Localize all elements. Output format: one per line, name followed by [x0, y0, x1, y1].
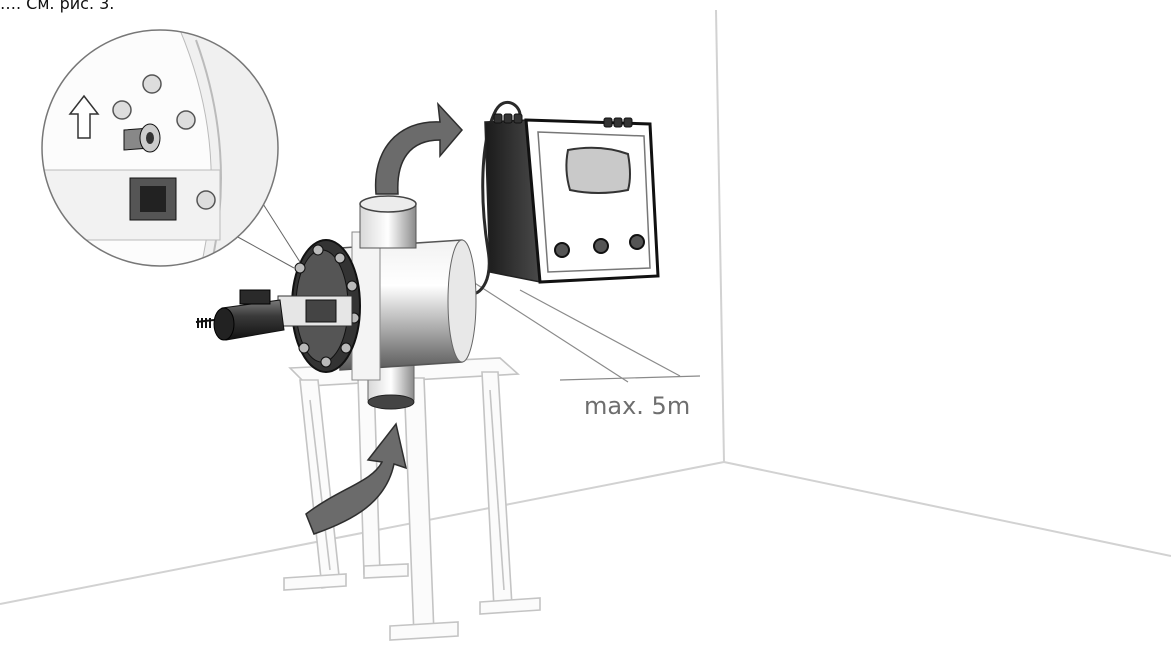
drive-coupling — [277, 295, 353, 327]
knob-center — [593, 238, 609, 254]
cylinder-body — [339, 231, 477, 381]
knob-left — [554, 242, 570, 258]
cable-glands — [493, 113, 633, 128]
knob-right — [629, 234, 645, 250]
dimension-label: max. 5m — [584, 392, 690, 420]
dimension-lines — [469, 279, 701, 383]
detail-zoom — [41, 29, 301, 269]
figure-caption: …. См. рис. 3. — [0, 0, 115, 13]
outlet-arrow — [374, 101, 464, 195]
motor — [195, 289, 285, 341]
cable — [468, 100, 522, 296]
control-box — [484, 113, 660, 284]
inlet-arrow — [305, 422, 408, 535]
up-arrow-icon — [68, 94, 100, 139]
display-window — [565, 146, 631, 194]
flow-arrows — [305, 101, 464, 535]
support-frame — [283, 357, 541, 641]
outlet-pipe — [359, 195, 417, 249]
